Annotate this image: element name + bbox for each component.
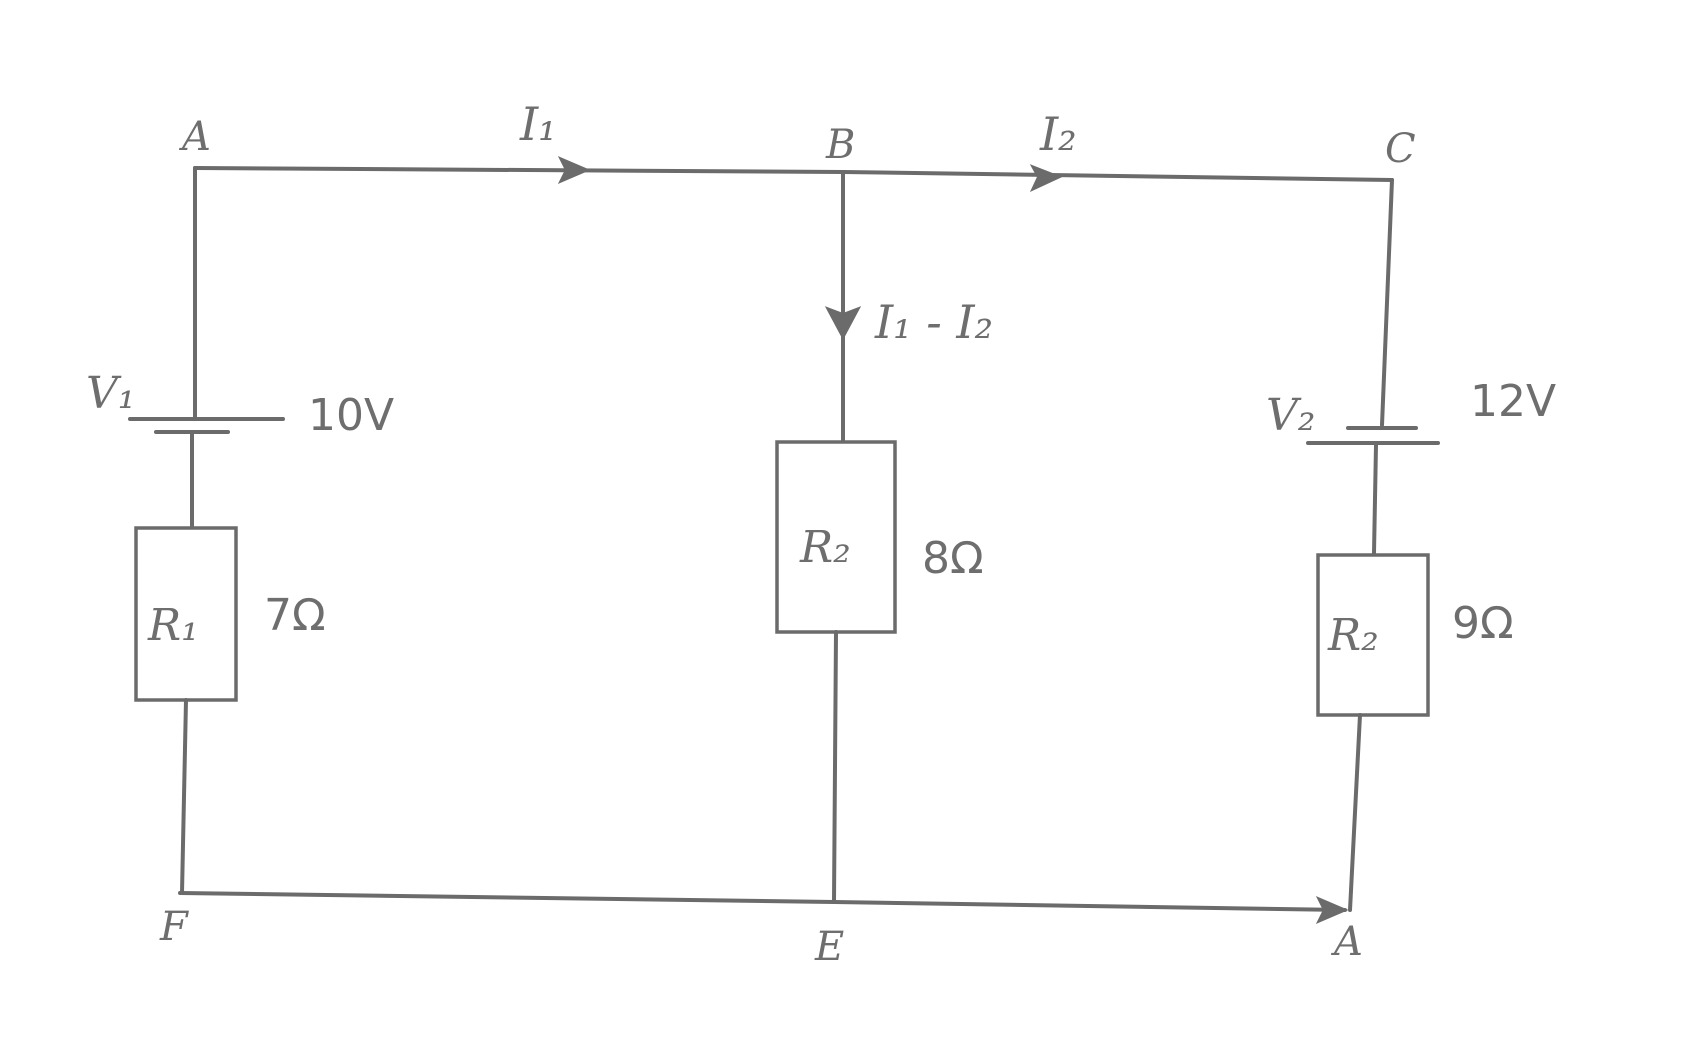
source-v1-name: V₁ [86, 368, 135, 419]
source-v2-name: V₂ [1266, 390, 1315, 441]
wire-right-lower [1348, 713, 1362, 912]
resistor-r2-middle-name: R₂ [799, 522, 851, 573]
current-label-i1: I₁ [519, 97, 557, 151]
resistor-r1-value: 7Ω [264, 590, 326, 641]
current-label-i1-minus-i2: I₁ - I₂ [874, 295, 993, 349]
resistor-r2-right-name: R₂ [1327, 610, 1379, 661]
current-label-i2: I₂ [1039, 107, 1077, 161]
source-v1-value: 10V [308, 390, 394, 441]
node-label-b: B [825, 122, 855, 168]
node-label-f: F [159, 904, 189, 950]
wire-right-upper [1380, 178, 1394, 427]
resistor-r2-right-value: 9Ω [1452, 598, 1514, 649]
wire-mid-lower [832, 630, 838, 904]
resistor-r1-name: R₁ [147, 600, 199, 651]
wire-bottom-fe [178, 891, 836, 904]
wire-right-mid [1372, 443, 1378, 555]
node-label-c: C [1385, 126, 1416, 172]
node-label-d: A [1330, 919, 1363, 965]
wire-bottom-ed [832, 900, 1347, 912]
node-label-a: A [178, 114, 211, 160]
node-label-e: E [814, 924, 844, 970]
arrow-i2 [1029, 164, 1063, 193]
source-v2-value: 12V [1470, 376, 1556, 427]
arrow-i1 [557, 156, 591, 184]
wire-left-lower [180, 698, 188, 895]
resistor-r2-right-body [1316, 553, 1430, 717]
arrow-i1-minus-i2 [824, 306, 862, 341]
arrow-bottom-right [1315, 896, 1349, 924]
resistor-r2-middle-value: 8Ω [922, 533, 984, 584]
wire-top-ab [193, 166, 845, 174]
wire-top-bc [841, 170, 1394, 182]
